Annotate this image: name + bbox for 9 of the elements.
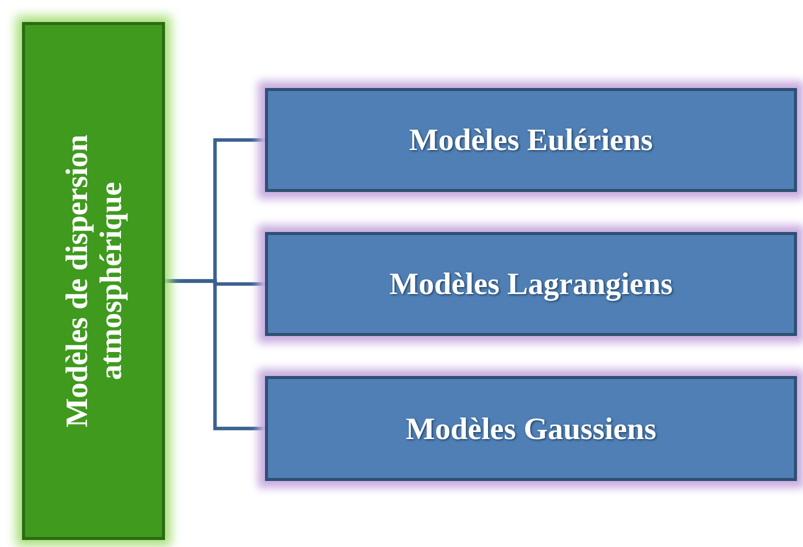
category-box [22, 22, 165, 540]
model-label: Modèles Lagrangiens [389, 266, 673, 302]
connector-line [165, 279, 265, 430]
model-label: Modèles Gaussiens [406, 410, 656, 446]
model-box [265, 232, 797, 336]
vertical-title: Modèles de dispersion atmosphérique [59, 134, 128, 430]
model-box [265, 376, 797, 481]
model-box [265, 88, 797, 192]
model-label: Modèles Eulériens [409, 122, 653, 158]
